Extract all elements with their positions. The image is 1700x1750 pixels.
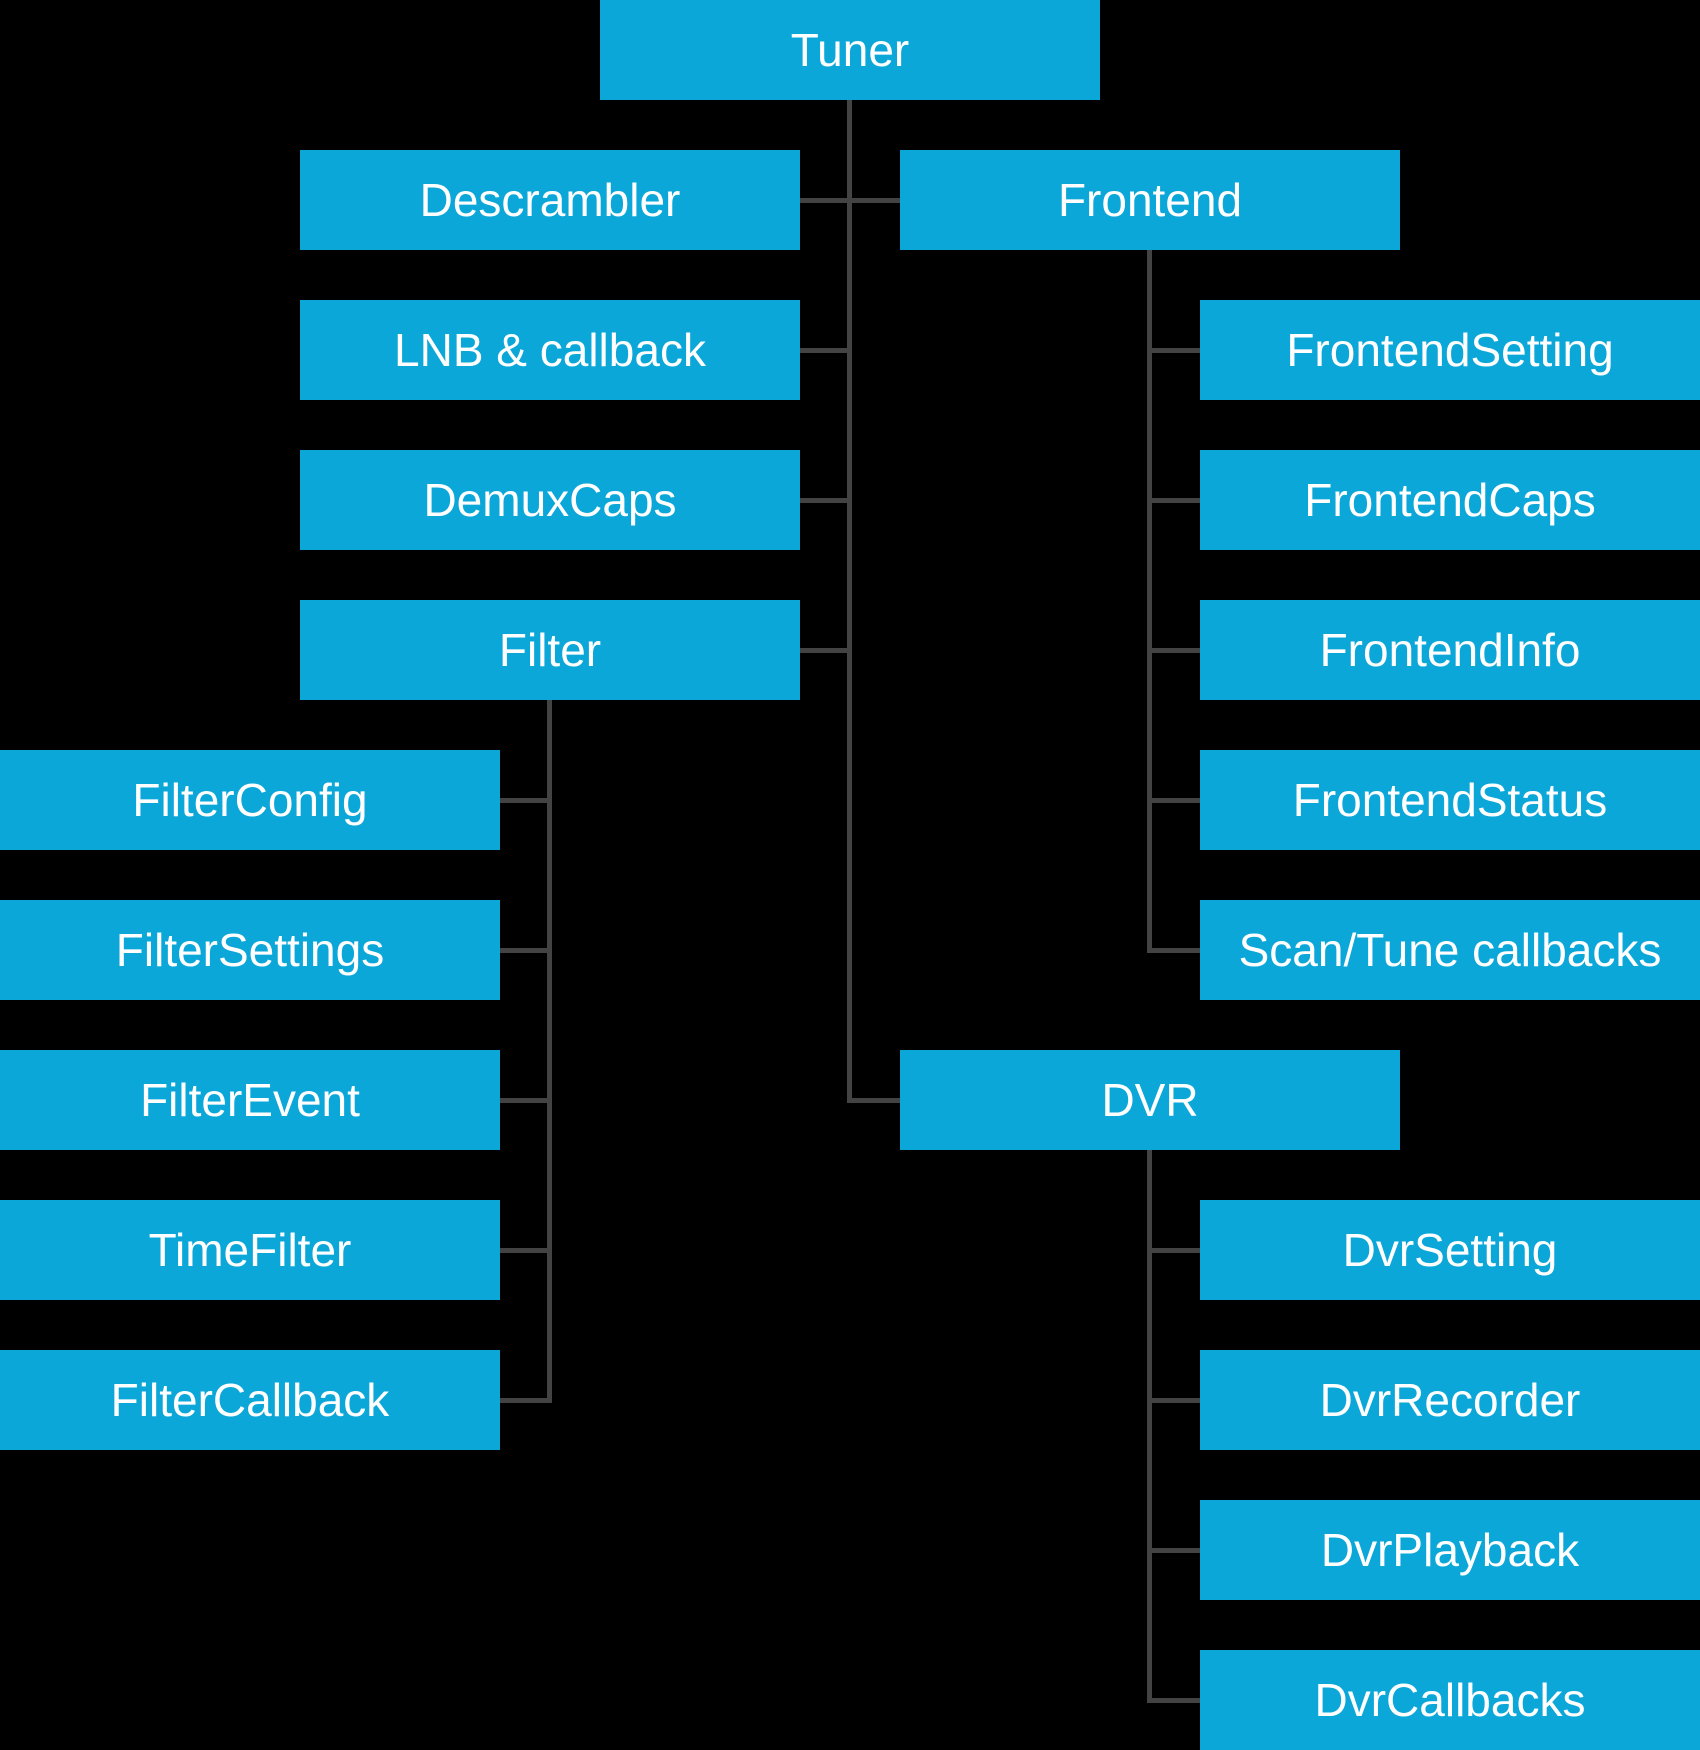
node-frontendstatus: FrontendStatus [1200, 750, 1700, 850]
connector-frontendsetting-stub [1148, 348, 1200, 353]
connector-descrambler-frontend [800, 198, 900, 203]
connector-frontendcaps-stub [1148, 498, 1200, 503]
connector-frontendstatus-stub [1148, 798, 1200, 803]
connector-dvr-stub [847, 1098, 900, 1103]
node-descrambler: Descrambler [300, 150, 800, 250]
node-dvrplayback: DvrPlayback [1200, 1500, 1700, 1600]
connector-demuxcaps-stub [800, 498, 852, 503]
connector-timefilter-stub [500, 1248, 552, 1253]
node-dvrsetting: DvrSetting [1200, 1200, 1700, 1300]
node-filterevent: FilterEvent [0, 1050, 500, 1150]
connector-dvrrecorder-stub [1148, 1398, 1200, 1403]
node-frontend: Frontend [900, 150, 1400, 250]
node-frontendsetting: FrontendSetting [1200, 300, 1700, 400]
node-demuxcaps: DemuxCaps [300, 450, 800, 550]
connector-filter-stub [800, 648, 852, 653]
node-dvrcallbacks: DvrCallbacks [1200, 1650, 1700, 1750]
node-filter: Filter [300, 600, 800, 700]
connector-dvrsetting-stub [1148, 1248, 1200, 1253]
connector-filterconfig-stub [500, 798, 552, 803]
node-timefilter: TimeFilter [0, 1200, 500, 1300]
connector-frontendinfo-stub [1148, 648, 1200, 653]
connector-filtersettings-stub [500, 948, 552, 953]
connector-filtercallback-stub [500, 1398, 552, 1403]
node-tuner: Tuner [600, 0, 1100, 100]
node-dvr: DVR [900, 1050, 1400, 1150]
connector-tuner-trunk [847, 100, 852, 1103]
node-filtersettings: FilterSettings [0, 900, 500, 1000]
connector-scantune-stub [1148, 948, 1200, 953]
node-lnb-callback: LNB & callback [300, 300, 800, 400]
node-filterconfig: FilterConfig [0, 750, 500, 850]
connector-dvrcallbacks-stub [1148, 1698, 1200, 1703]
connector-lnb-stub [800, 348, 852, 353]
connector-filter-trunk [547, 700, 552, 1403]
connector-dvrplayback-stub [1148, 1548, 1200, 1553]
connector-frontend-trunk [1147, 250, 1152, 953]
node-scantune-callbacks: Scan/Tune callbacks [1200, 900, 1700, 1000]
node-filtercallback: FilterCallback [0, 1350, 500, 1450]
node-dvrrecorder: DvrRecorder [1200, 1350, 1700, 1450]
node-frontendcaps: FrontendCaps [1200, 450, 1700, 550]
connector-dvr-trunk [1147, 1150, 1152, 1703]
node-frontendinfo: FrontendInfo [1200, 600, 1700, 700]
connector-filterevent-stub [500, 1098, 552, 1103]
